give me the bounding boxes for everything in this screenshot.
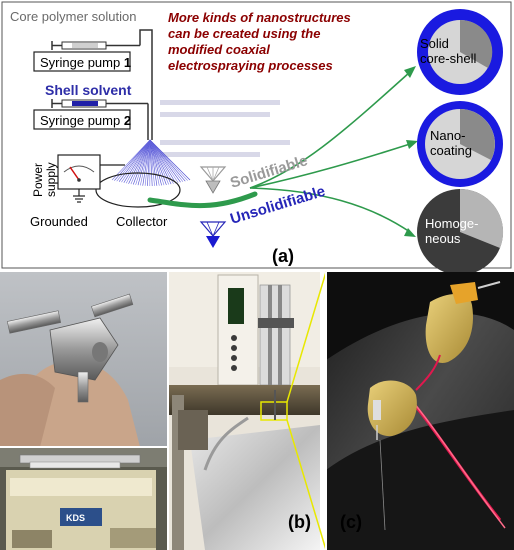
zoom-lines — [286, 271, 327, 550]
spray-line — [149, 139, 181, 183]
shell-solvent-label: Shell solvent — [45, 82, 132, 98]
photo-coaxial-nozzle — [0, 272, 168, 447]
spray-cone — [111, 139, 191, 187]
panel-c: (c) — [326, 272, 514, 550]
photo-apparatus — [168, 272, 320, 550]
spray-line — [121, 139, 151, 183]
arrow-to-solid-core-shell — [249, 71, 411, 189]
spray-line — [128, 139, 151, 184]
supply-label: supply — [44, 162, 58, 197]
spray-line — [130, 139, 151, 185]
spray-line — [149, 139, 165, 186]
headline-line-3: modified coaxial — [168, 42, 270, 57]
spray-line — [149, 139, 177, 184]
spray-line — [149, 139, 158, 186]
unsolidifiable-icon — [199, 221, 227, 248]
spray-line — [118, 139, 151, 182]
faint-text-lines — [160, 100, 290, 157]
spray-line — [149, 139, 179, 183]
solid-label: Solid — [420, 36, 449, 51]
spray-line — [144, 139, 151, 186]
panel-b: KDS — [0, 272, 320, 550]
syringe-pump-2-box — [33, 109, 131, 130]
solidifiable-icon — [199, 166, 227, 194]
spray-line — [135, 139, 151, 185]
arrow-to-nanocoating — [249, 143, 411, 189]
coating-label: coating — [430, 143, 472, 158]
panel-c-label: (c) — [340, 512, 362, 532]
outcome-arrows — [249, 71, 411, 233]
collector-label: Collector — [116, 214, 168, 229]
power-label: Power — [31, 163, 45, 197]
spray-line — [114, 139, 151, 181]
panel-dividers — [0, 272, 327, 550]
panel-b-label: (b) — [288, 512, 311, 532]
spray-line — [149, 139, 162, 186]
syringe-pump-1-label: Syringe pump 1 — [40, 55, 131, 70]
spray-line — [149, 139, 184, 182]
deposition-path — [147, 191, 258, 209]
syringe-pump-1-box — [33, 51, 131, 72]
spray-line — [149, 139, 186, 182]
headline-line-1: More kinds of nanostructures — [168, 10, 351, 25]
nano-label: Nano- — [430, 128, 465, 143]
grounded-label: Grounded — [30, 214, 88, 229]
collector-plate — [95, 172, 181, 208]
spray-line — [111, 139, 151, 181]
wires — [73, 164, 125, 203]
feed-tubes — [139, 29, 153, 140]
spray-line — [125, 139, 151, 184]
arrow-to-homogeneous — [249, 187, 411, 233]
power-supply-meter — [57, 154, 101, 190]
spray-line — [142, 139, 151, 186]
core-shell-label: core-shell — [420, 51, 476, 66]
spray-line — [149, 139, 167, 185]
spray-line — [149, 139, 155, 186]
headline-line-2: can be created using the — [168, 26, 320, 41]
core-polymer-solution-label: Core polymer solution — [10, 9, 136, 24]
spray-line — [149, 139, 153, 187]
syringe-pump-2-label: Syringe pump 2 — [40, 113, 131, 128]
headline-line-4: electrospraying processes — [168, 58, 333, 73]
syringe-pump-2-text: Syringe pump — [40, 113, 120, 128]
spray-line — [140, 139, 151, 186]
neous-label: neous — [425, 231, 461, 246]
spray-line — [149, 139, 188, 181]
syringe-1-icon — [51, 41, 140, 50]
spray-line — [149, 139, 172, 185]
spray-line — [137, 139, 151, 186]
spray-line — [149, 139, 160, 186]
syringe-pump-2-number: 2 — [124, 113, 131, 128]
spray-line — [147, 139, 151, 186]
syringe-pump-1-number: 1 — [124, 55, 131, 70]
homoge-label: Homoge- — [425, 216, 478, 231]
spray-line — [149, 139, 191, 181]
homogeneous-label: Homoge-neous — [425, 216, 478, 246]
pump-brand-label: KDS — [66, 513, 85, 523]
arrow-heads — [404, 66, 418, 237]
panel-a: Core polymer solution More kinds of nano… — [1, 1, 512, 275]
sphere-nanocoating — [417, 101, 503, 187]
headline: More kinds of nanostructures can be crea… — [168, 10, 351, 73]
spray-line — [132, 139, 151, 185]
sphere-homogeneous — [417, 188, 504, 275]
power-supply-label: Powersupply — [31, 162, 58, 197]
sphere-solid-core-shell — [417, 9, 503, 95]
panel-a-label: (a) — [272, 246, 294, 266]
nanocoating-label: Nano-coating — [430, 128, 472, 158]
syringe-pump-1-text: Syringe pump — [40, 55, 120, 70]
syringe-2-icon — [51, 99, 148, 108]
photo-syringe-pumps: KDS — [0, 447, 168, 550]
spray-line — [149, 139, 174, 184]
spray-line — [123, 139, 151, 183]
